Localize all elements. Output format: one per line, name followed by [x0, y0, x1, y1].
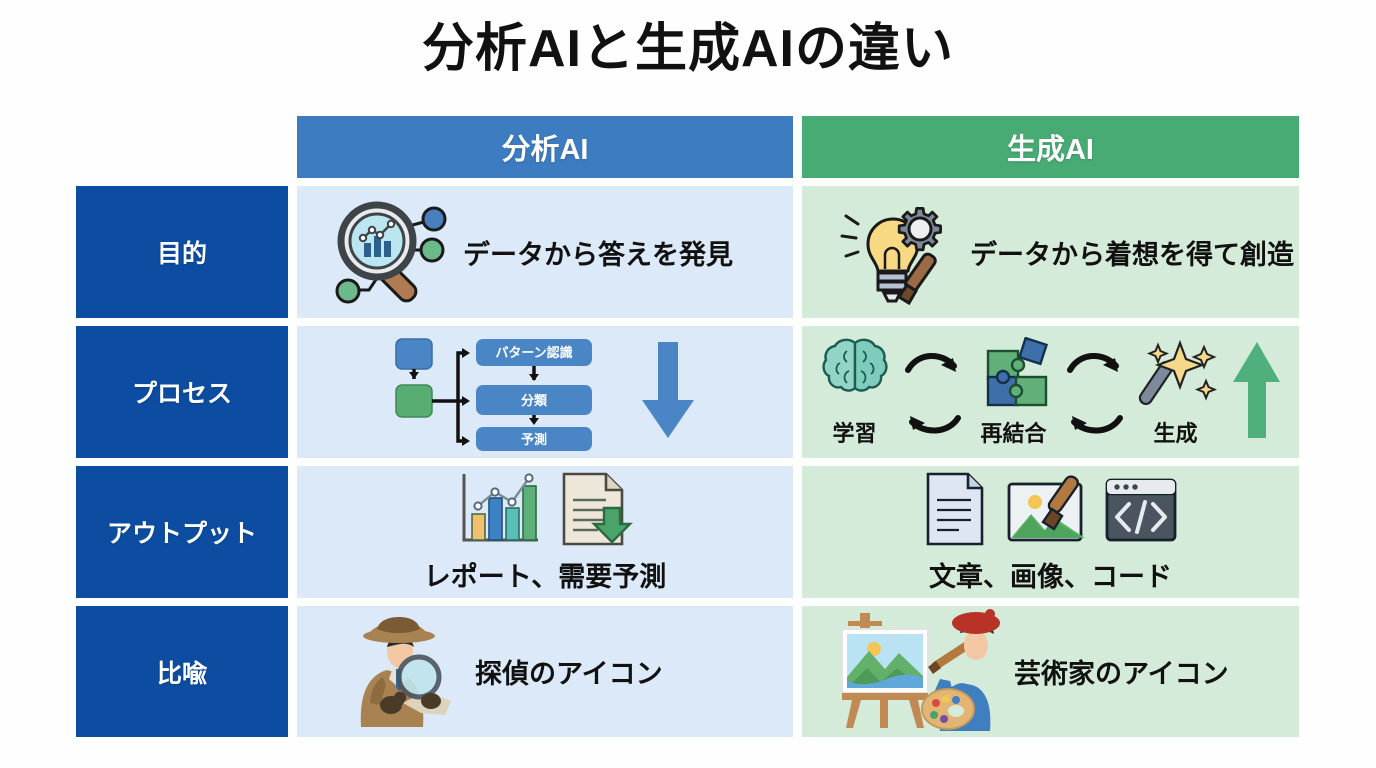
cell-analytical-purpose: データから答えを発見 — [297, 186, 793, 318]
column-header-generative: 生成AI — [802, 116, 1299, 178]
document-icon — [923, 470, 987, 553]
cell-generative-metaphor-text: 芸術家のアイコン — [1014, 659, 1229, 689]
cell-analytical-output-text: レポート、需要予測 — [423, 562, 667, 592]
cycle-arrow-recombine-to-generate-icon — [1066, 344, 1124, 441]
down-arrow-icon — [636, 338, 700, 447]
brain-icon — [816, 337, 894, 414]
column-header-analytical: 分析AI — [297, 116, 793, 178]
magic-wand-icon — [1134, 337, 1218, 414]
row-label-metaphor-text: 比喩 — [156, 659, 207, 688]
cell-analytical-process: パターン認識 分類 予測 — [297, 326, 793, 458]
cell-generative-process: 学習 — [802, 326, 1299, 458]
row-label-output: アウトプット — [76, 466, 288, 598]
row-label-process-text: プロセス — [131, 380, 232, 408]
flow-node-1: 分類 — [521, 393, 548, 408]
comparison-table: 分析AI 生成AI 目的 — [76, 116, 1299, 737]
image-brush-icon — [1003, 470, 1087, 553]
column-header-generative-label: 生成AI — [1006, 134, 1094, 166]
cell-analytical-purpose-text: データから答えを発見 — [463, 239, 733, 270]
row-label-output-text: アウトプット — [106, 520, 257, 548]
cell-generative-purpose: データから着想を得て創造 — [802, 186, 1299, 318]
puzzle-icon — [972, 336, 1056, 414]
cell-analytical-metaphor: 探偵のアイコン — [297, 606, 793, 737]
row-label-process: プロセス — [76, 326, 288, 458]
cell-generative-output: 文章、画像、コード — [802, 466, 1299, 598]
row-label-purpose: 目的 — [76, 186, 288, 318]
magnifier-chart-icon — [331, 194, 449, 311]
flow-node-2: 予測 — [521, 432, 547, 447]
column-header-analytical-label: 分析AI — [501, 134, 589, 166]
row-label-metaphor: 比喩 — [76, 606, 288, 737]
cycle-arrow-learn-to-recombine-icon — [904, 344, 962, 441]
cell-generative-metaphor: 芸術家のアイコン — [802, 606, 1299, 737]
cell-generative-purpose-text: データから着想を得て創造 — [970, 239, 1294, 270]
cycle-stage-learn: 学習 — [816, 337, 894, 448]
flow-node-0: パターン認識 — [495, 345, 572, 360]
cycle-stage-generate: 生成 — [1134, 337, 1218, 448]
cycle-stage-learn-label: 学習 — [832, 420, 877, 446]
bar-line-chart-icon — [456, 470, 542, 553]
row-label-purpose-text: 目的 — [156, 240, 207, 268]
artist-icon — [836, 607, 1000, 736]
cell-analytical-output: レポート、需要予測 — [297, 466, 793, 598]
table-corner-spacer — [76, 116, 288, 178]
cell-generative-output-text: 文章、画像、コード — [929, 562, 1172, 592]
document-download-icon — [558, 470, 634, 553]
lightbulb-gear-brush-icon — [836, 194, 956, 311]
flowchart-icon: パターン認識 分類 予測 — [390, 333, 620, 451]
detective-icon — [331, 607, 461, 736]
cycle-stage-generate-label: 生成 — [1153, 420, 1198, 446]
cycle-stage-recombine-label: 再結合 — [980, 420, 1047, 446]
up-arrow-icon — [1228, 338, 1286, 447]
code-window-icon — [1103, 470, 1179, 553]
cycle-stage-recombine: 再結合 — [972, 336, 1056, 448]
page-title: 分析AIと生成AIの違い — [421, 20, 954, 78]
cell-analytical-metaphor-text: 探偵のアイコン — [475, 659, 663, 689]
